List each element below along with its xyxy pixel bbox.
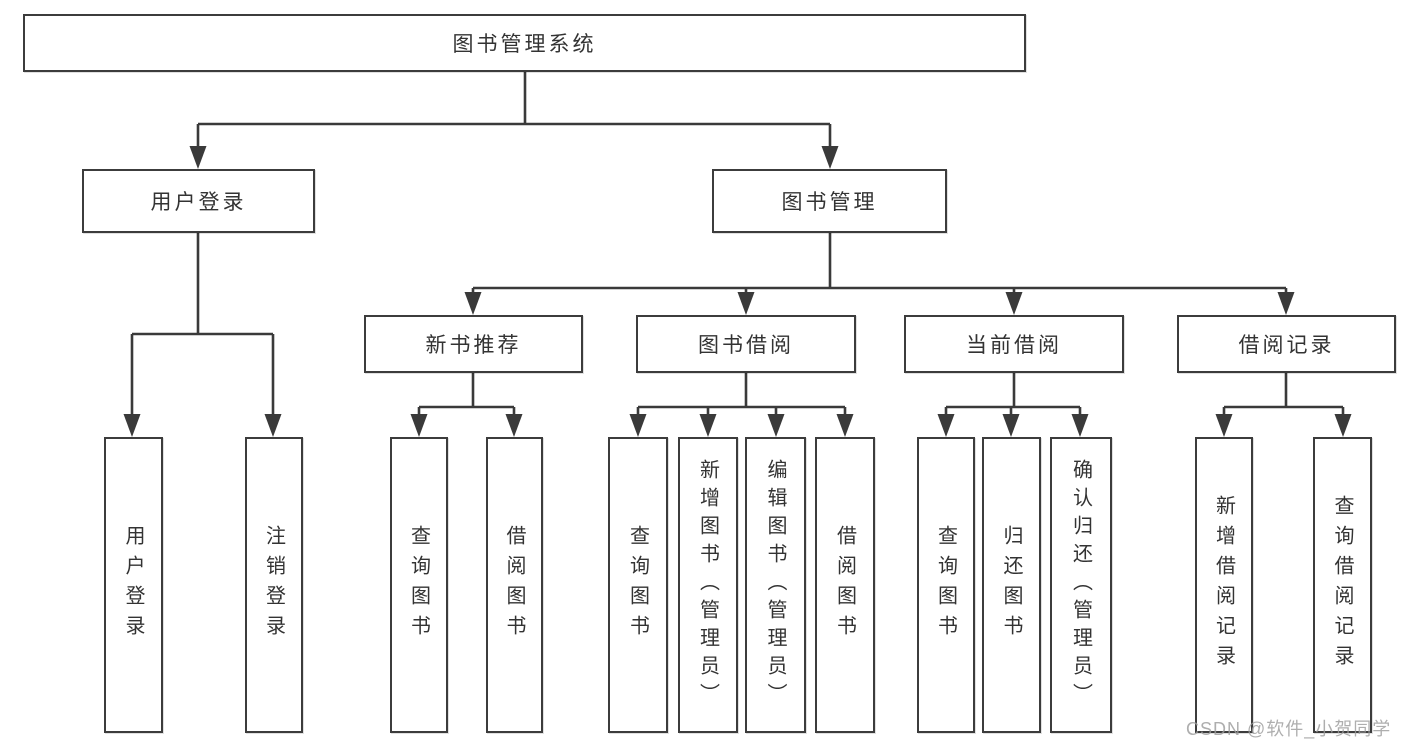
leaf-edit-book-admin: 编辑图书（管理员）	[745, 437, 806, 733]
leaf-confirm-return-admin: 确认归还（管理员）	[1050, 437, 1112, 733]
csdn-watermark: CSDN @软件_小贺同学	[1186, 719, 1392, 739]
leaf-query-books-2: 查询图书	[608, 437, 668, 733]
leaf-query-borrow-record: 查询借阅记录	[1313, 437, 1372, 733]
node-book-management-branch: 图书管理	[712, 169, 947, 233]
node-borrowing-records: 借阅记录	[1177, 315, 1396, 373]
node-current-borrowing: 当前借阅	[904, 315, 1124, 373]
leaf-return-book: 归还图书	[982, 437, 1041, 733]
leaf-user-login: 用户登录	[104, 437, 163, 733]
leaf-query-books-1: 查询图书	[390, 437, 448, 733]
node-user-login-branch: 用户登录	[82, 169, 315, 233]
leaf-add-book-admin: 新增图书（管理员）	[678, 437, 738, 733]
node-new-book-recommend: 新书推荐	[364, 315, 583, 373]
leaf-add-borrow-record: 新增借阅记录	[1195, 437, 1253, 733]
leaf-logout: 注销登录	[245, 437, 303, 733]
node-book-borrowing: 图书借阅	[636, 315, 856, 373]
leaf-borrow-books-1: 借阅图书	[486, 437, 543, 733]
leaf-borrow-books-2: 借阅图书	[815, 437, 875, 733]
node-library-management-system: 图书管理系统	[23, 14, 1026, 72]
leaf-query-books-3: 查询图书	[917, 437, 975, 733]
